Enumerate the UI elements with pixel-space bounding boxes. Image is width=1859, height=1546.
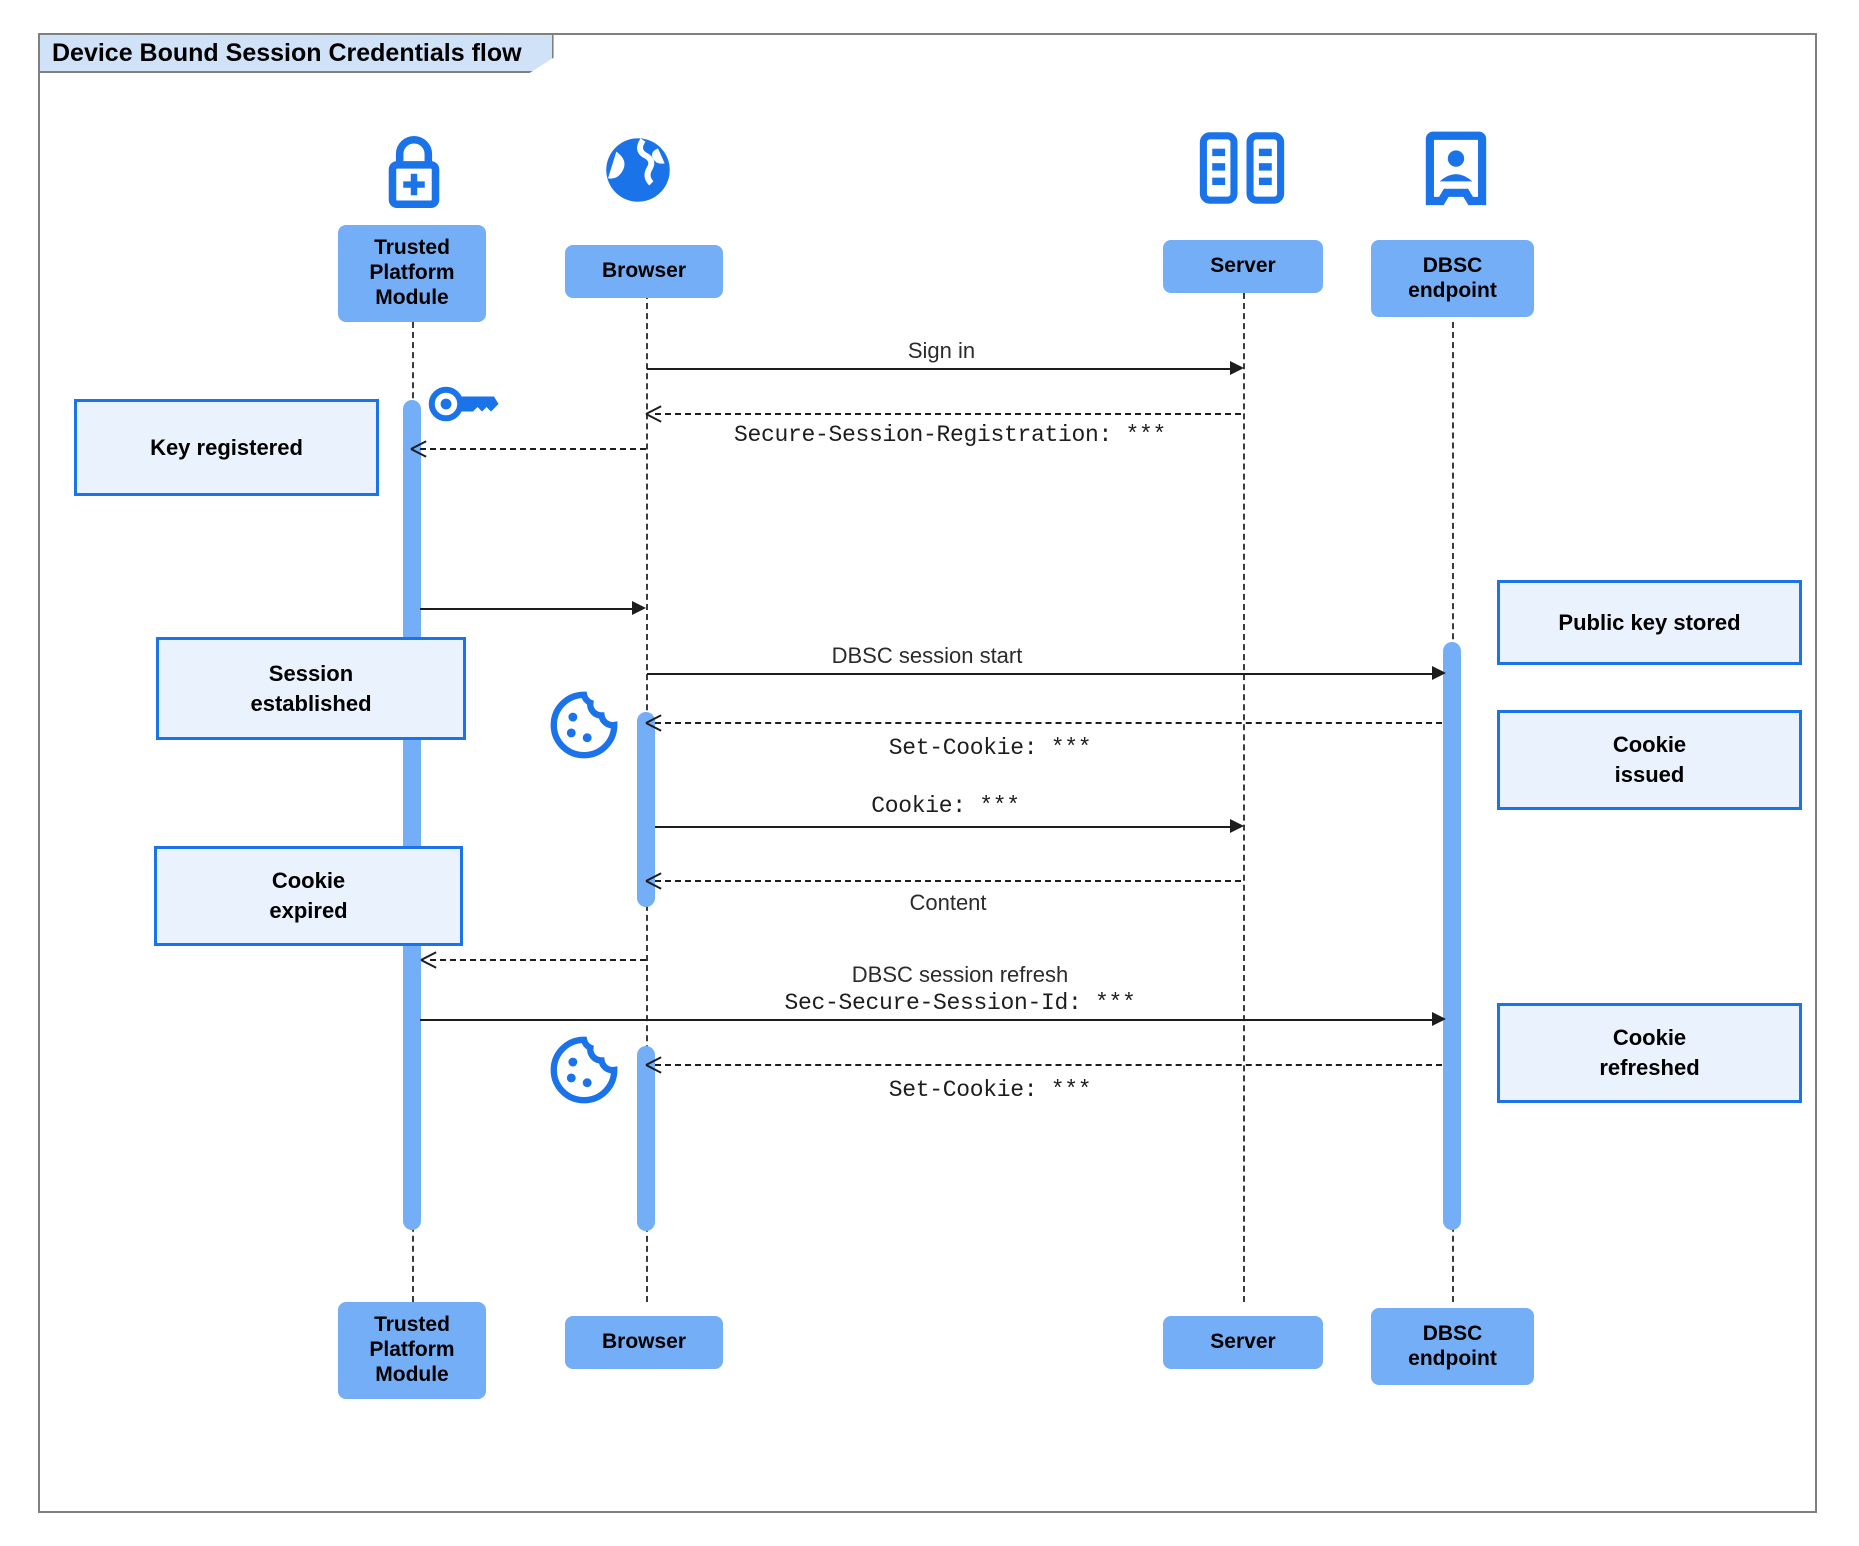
- note-session-established: Session established: [156, 637, 466, 740]
- note-text: Cookie refreshed: [1599, 1025, 1700, 1080]
- arrowhead-right: [1432, 666, 1446, 680]
- message-label-cookie: Cookie: ***: [871, 793, 1020, 819]
- cookie-icon: [549, 690, 619, 765]
- participant-box-server-bottom[interactable]: Server: [1163, 1316, 1323, 1369]
- note-text: Cookie issued: [1612, 732, 1687, 787]
- message-line-secure-session-registration: [655, 413, 1241, 415]
- message-label-sec-secure-session-id: Sec-Secure-Session-Id: ***: [784, 990, 1136, 1016]
- message-label-sign-in: Sign in: [907, 338, 976, 363]
- note-key-registered: Key registered: [74, 399, 379, 496]
- message-label-dbsc-session-refresh: DBSC session refresh: [851, 962, 1069, 987]
- message-line-tpm-to-browser-key: [420, 608, 642, 610]
- id-badge-icon: [1425, 130, 1487, 215]
- activation-bar-browser-1: [637, 712, 655, 907]
- message-line-content: [655, 880, 1241, 882]
- arrowhead-left: [646, 405, 662, 421]
- key-icon: [428, 380, 500, 433]
- arrowhead-left: [646, 714, 662, 730]
- participant-box-tpm-top[interactable]: Trusted Platform Module: [338, 225, 486, 322]
- cookie-icon: [549, 1035, 619, 1110]
- arrowhead-right: [632, 601, 646, 615]
- lifeline-server: [1243, 283, 1245, 1302]
- activation-bar-dbsc: [1443, 642, 1461, 1230]
- arrowhead-left: [421, 951, 437, 967]
- arrowhead-right: [1432, 1012, 1446, 1026]
- participant-label: Server: [1210, 254, 1276, 278]
- activation-bar-tpm: [403, 400, 421, 1230]
- message-label-set-cookie-1: Set-Cookie: ***: [888, 735, 1092, 761]
- message-line-browser-to-tpm-register: [420, 448, 646, 450]
- participant-box-dbsc-top[interactable]: DBSC endpoint: [1371, 240, 1534, 317]
- padlock-plus-icon: [371, 129, 457, 220]
- participant-label: Server: [1210, 1330, 1276, 1354]
- message-line-browser-to-tpm-refresh: [430, 959, 646, 961]
- note-text: Key registered: [150, 434, 303, 460]
- message-line-dbsc-session-refresh: [420, 1019, 1442, 1021]
- participant-label: DBSC endpoint: [1408, 1321, 1497, 1370]
- note-text: Public key stored: [1558, 609, 1741, 635]
- participant-box-tpm-bottom[interactable]: Trusted Platform Module: [338, 1302, 486, 1399]
- arrowhead-right: [1230, 819, 1244, 833]
- activation-bar-browser-2: [637, 1046, 655, 1231]
- note-text: Session established: [250, 660, 372, 716]
- server-rack-icon: [1198, 131, 1286, 210]
- message-line-dbsc-session-start: [647, 673, 1442, 675]
- participant-label: Trusted Platform Module: [369, 236, 455, 309]
- arrowhead-right: [1230, 361, 1244, 375]
- participant-label: Trusted Platform Module: [369, 1313, 455, 1386]
- message-label-dbsc-session-start: DBSC session start: [831, 643, 1023, 668]
- message-line-set-cookie-2: [655, 1064, 1442, 1066]
- message-line-cookie: [655, 826, 1236, 828]
- note-text: Cookie expired: [269, 868, 348, 923]
- arrowhead-left: [411, 440, 427, 456]
- participant-label: Browser: [601, 1330, 687, 1354]
- participant-label: DBSC endpoint: [1408, 253, 1497, 302]
- participant-box-dbsc-bottom[interactable]: DBSC endpoint: [1371, 1308, 1534, 1385]
- note-public-key-stored: Public key stored: [1497, 580, 1802, 665]
- message-label-content: Content: [909, 890, 987, 915]
- message-line-set-cookie-1: [655, 722, 1442, 724]
- message-label-secure-session-registration: Secure-Session-Registration: ***: [733, 422, 1167, 448]
- note-cookie-refreshed: Cookie refreshed: [1497, 1003, 1802, 1103]
- arrowhead-left: [646, 1056, 662, 1072]
- participant-box-server-top[interactable]: Server: [1163, 240, 1323, 293]
- arrowhead-left: [646, 872, 662, 888]
- globe-icon: [598, 130, 678, 215]
- diagram-title: Device Bound Session Credentials flow: [38, 33, 554, 73]
- message-line-sign-in: [647, 368, 1236, 370]
- participant-label: Browser: [601, 259, 687, 283]
- message-label-set-cookie-2: Set-Cookie: ***: [888, 1077, 1092, 1103]
- participant-box-browser-bottom[interactable]: Browser: [565, 1316, 723, 1369]
- note-cookie-issued: Cookie issued: [1497, 710, 1802, 810]
- note-cookie-expired: Cookie expired: [154, 846, 463, 946]
- participant-box-browser-top[interactable]: Browser: [565, 245, 723, 298]
